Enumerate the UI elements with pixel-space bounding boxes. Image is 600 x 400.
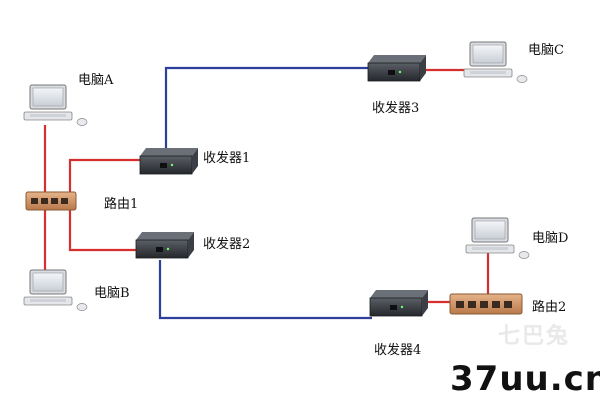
transceiver-2-label: 收发器2	[203, 237, 251, 252]
pc-a-label: 电脑A	[78, 73, 114, 88]
pc-c-label: 电脑C	[528, 43, 564, 58]
pc-b-label: 电脑B	[94, 286, 130, 301]
watermark-faint-text: 七巴兔	[498, 324, 571, 349]
pc-d-label: 电脑D	[532, 231, 569, 246]
transceiver-3-label: 收发器3	[372, 101, 420, 116]
transceiver-3-icon	[367, 55, 426, 82]
fiber-links	[158, 66, 372, 320]
pc-c-computer-icon	[463, 41, 528, 83]
transceiver-1-label: 收发器1	[203, 151, 251, 166]
link-router-1-transceiver-2	[68, 210, 140, 252]
watermark-text: 37uu.cn	[450, 359, 600, 399]
router-2-switch-icon	[449, 293, 523, 315]
transceiver-4-icon	[369, 290, 428, 317]
ethernet-links	[43, 68, 490, 304]
router-1-switch-icon	[25, 191, 77, 211]
transceiver-2-icon	[135, 232, 194, 259]
pc-d-computer-icon	[465, 217, 530, 259]
link-transceiver-2-transceiver-4	[158, 260, 372, 320]
transceiver-4-label: 收发器4	[374, 343, 422, 358]
router-1-label: 路由1	[104, 197, 139, 212]
router-2-label: 路由2	[532, 300, 567, 315]
link-transceiver-1-transceiver-3	[164, 66, 370, 150]
transceiver-1-icon	[139, 148, 198, 175]
pc-a-computer-icon	[23, 84, 88, 126]
pc-b-computer-icon	[23, 269, 88, 311]
link-router-1-transceiver-1	[68, 158, 142, 193]
